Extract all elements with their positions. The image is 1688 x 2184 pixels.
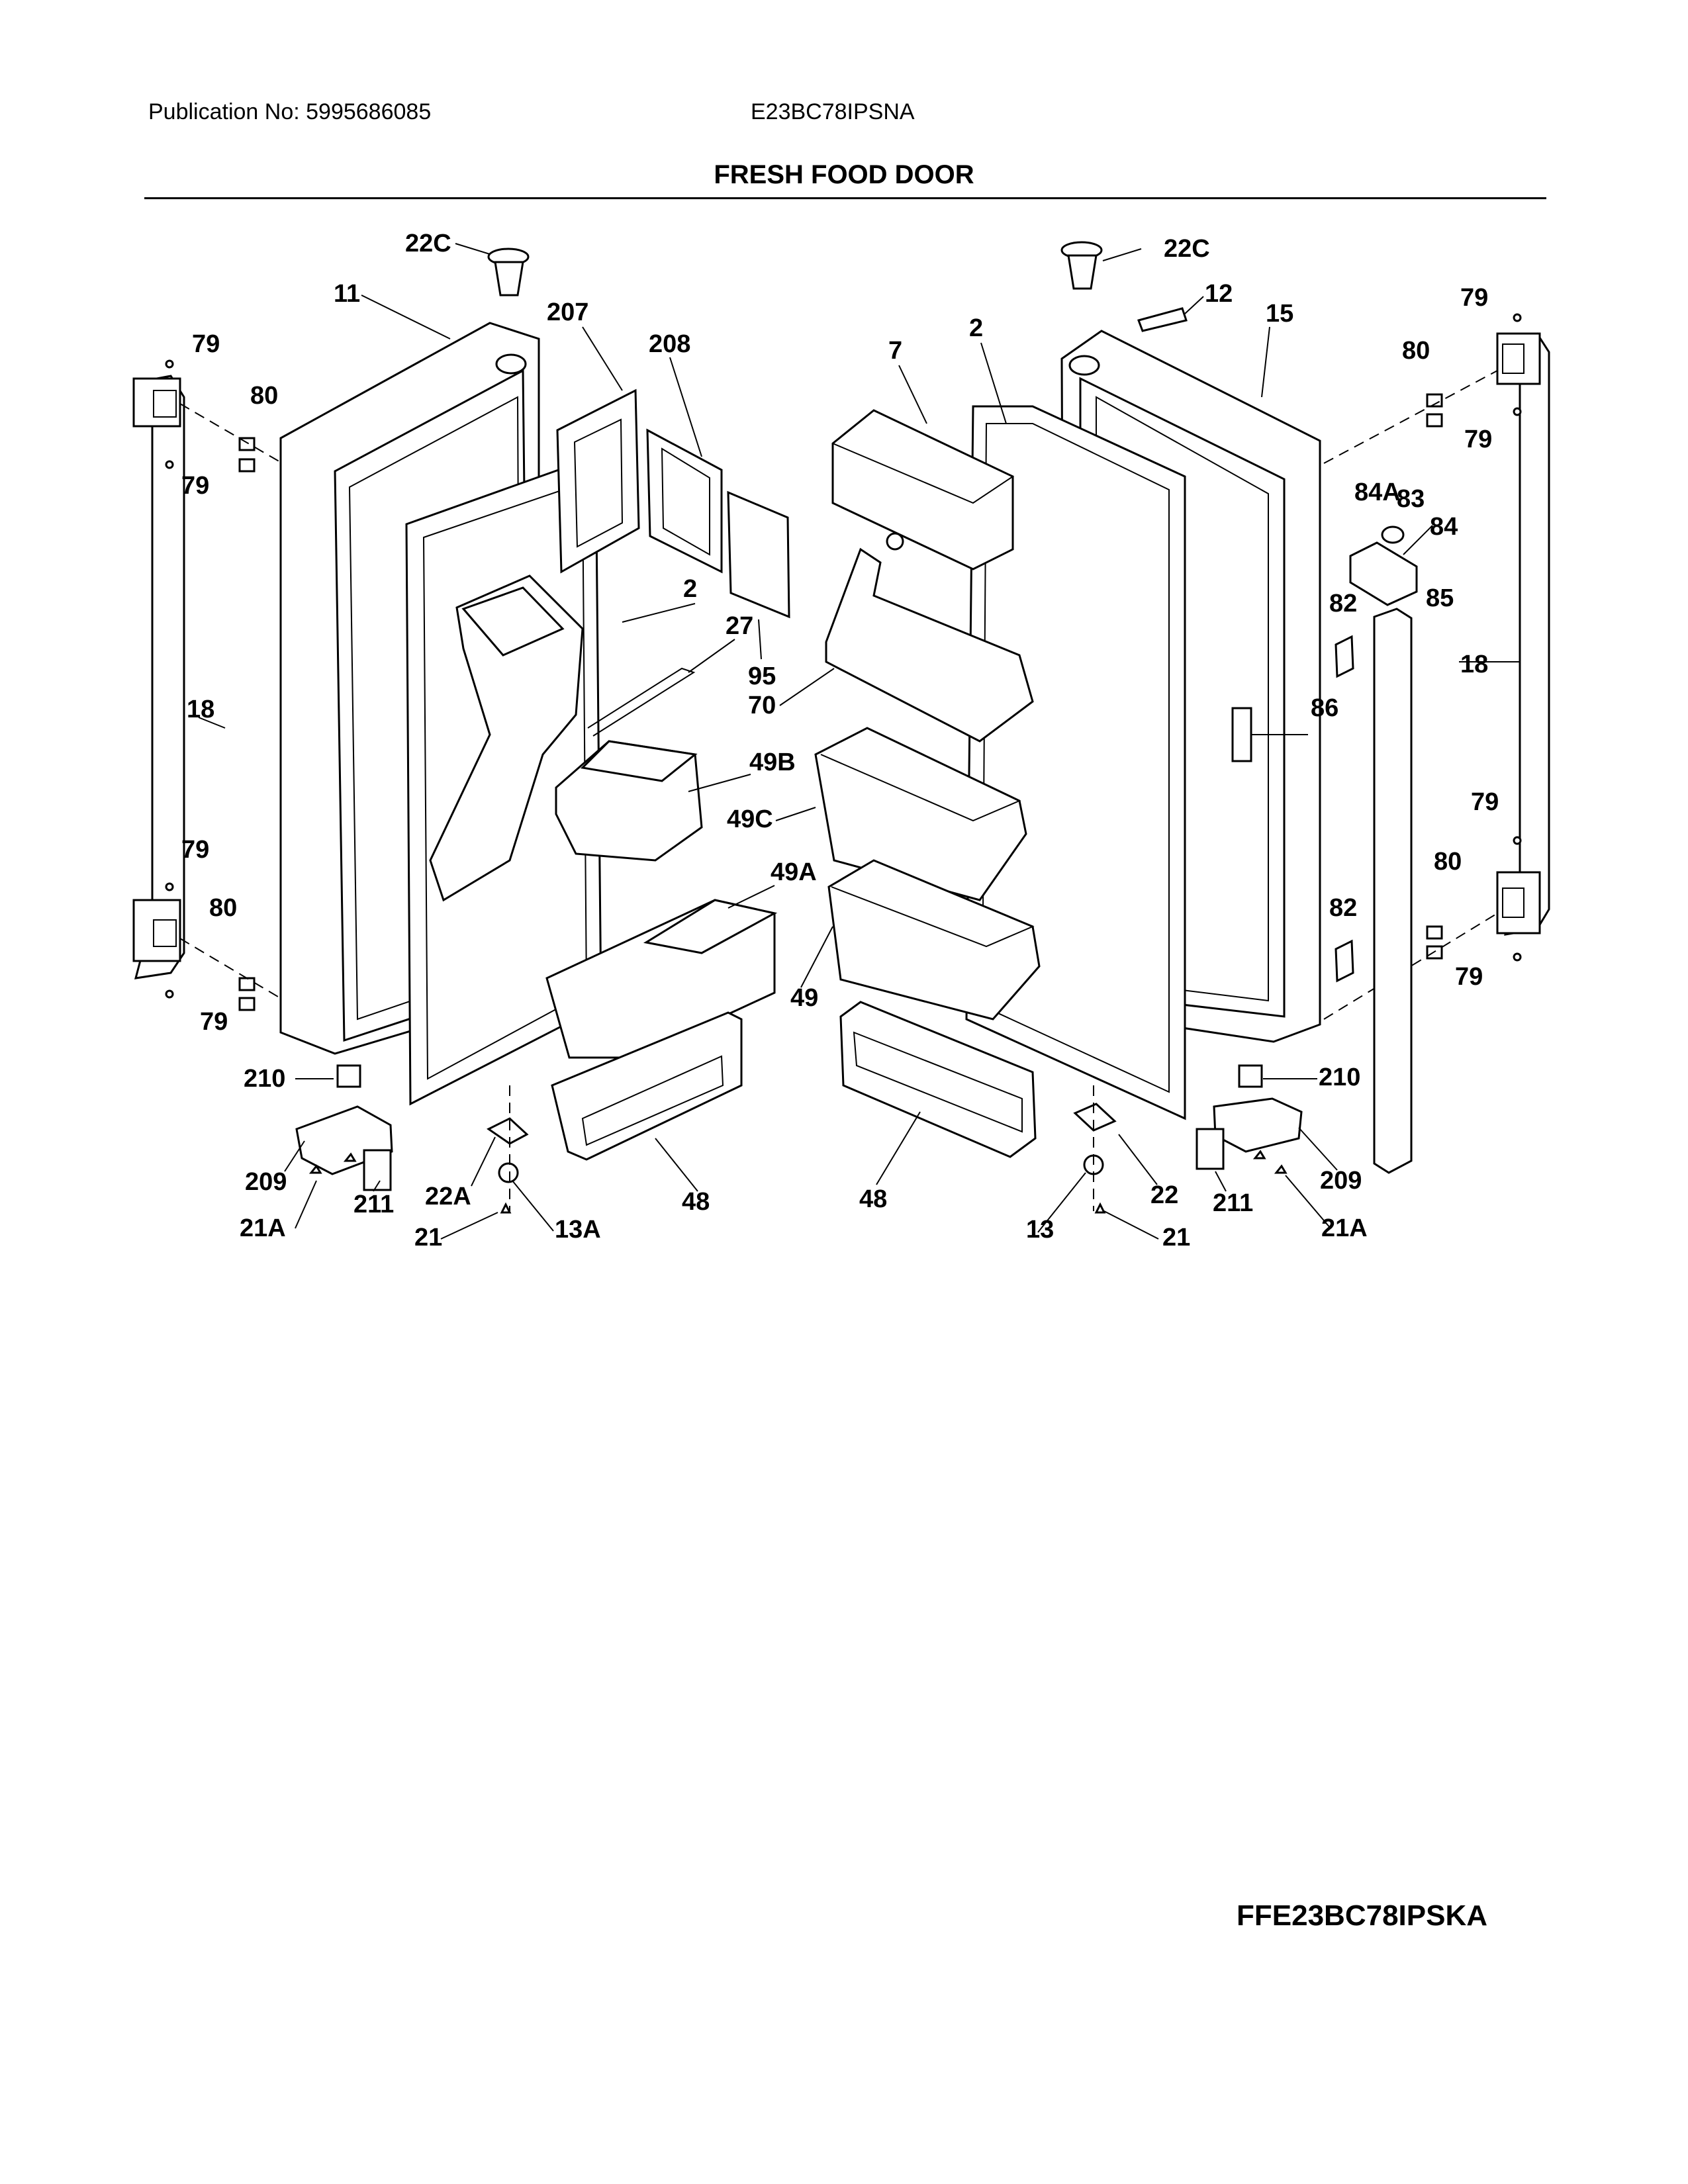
callout-207: 207 <box>547 298 588 326</box>
left-top-plug-22c <box>487 248 530 296</box>
callout-79-left-1: 79 <box>192 330 220 358</box>
callout-80-right-1: 80 <box>1402 337 1430 365</box>
bin-49c <box>814 727 1027 901</box>
callout-80-right-2: 80 <box>1434 848 1462 876</box>
callout-21a-left: 21A <box>240 1214 286 1242</box>
shelf-70 <box>825 547 1034 743</box>
bracket-82-upper <box>1335 635 1354 678</box>
callout-70: 70 <box>748 692 776 719</box>
publication-number: Publication No: 5995686085 <box>148 99 432 124</box>
callout-209-left: 209 <box>245 1168 287 1196</box>
page-title: FRESH FOOD DOOR <box>714 160 974 189</box>
callout-79-left-4: 79 <box>200 1008 228 1036</box>
bracket-82-lower <box>1335 939 1354 983</box>
hinge-cover-84 <box>1349 525 1418 606</box>
callout-48-left: 48 <box>682 1188 710 1216</box>
callout-18-left: 18 <box>187 696 214 723</box>
left-dispenser-housing <box>429 574 584 902</box>
callout-15: 15 <box>1266 300 1293 328</box>
dairy-compartment-7 <box>831 409 1015 570</box>
left-hinge-hardware <box>295 1064 529 1214</box>
callout-13a: 13A <box>555 1216 601 1244</box>
callout-210-left: 210 <box>244 1065 285 1093</box>
callout-79-right-4: 79 <box>1455 963 1483 991</box>
right-top-plug-22c <box>1060 241 1103 290</box>
callout-2-right: 2 <box>969 314 983 342</box>
footer-model-number: FFE23BC78IPSKA <box>1237 1899 1488 1932</box>
left-door-handle <box>132 375 185 979</box>
callout-85: 85 <box>1426 584 1454 612</box>
callout-11: 11 <box>334 280 360 308</box>
callout-49c: 49C <box>727 805 773 833</box>
callout-80-left-2: 80 <box>209 894 237 922</box>
callout-22: 22 <box>1150 1181 1178 1209</box>
leader-lines <box>198 243 1520 1240</box>
callout-95: 95 <box>748 662 776 690</box>
callout-82-right-2: 82 <box>1329 894 1357 922</box>
trim-85 <box>1373 608 1413 1174</box>
callout-21-right: 21 <box>1162 1224 1190 1251</box>
callout-27: 27 <box>726 612 753 640</box>
right-handle-screws <box>1323 313 1522 1020</box>
callout-49: 49 <box>790 984 818 1012</box>
callout-18-right: 18 <box>1460 651 1488 678</box>
right-hinge-hardware <box>1073 1064 1303 1214</box>
callout-83: 83 <box>1397 485 1425 513</box>
callout-84: 84 <box>1430 513 1458 541</box>
callout-79-right-2: 79 <box>1464 426 1492 453</box>
switch-86 <box>1231 707 1252 762</box>
left-handle-screws <box>165 359 285 1011</box>
dispenser-frame-207 <box>556 388 640 574</box>
bin-49b <box>555 740 703 862</box>
callout-80-left-1: 80 <box>250 382 278 410</box>
callout-79-left-3: 79 <box>181 836 209 864</box>
callout-82-right-1: 82 <box>1329 590 1357 617</box>
callout-210-right: 210 <box>1319 1064 1360 1091</box>
callout-21-left: 21 <box>414 1224 442 1251</box>
callout-209-right: 209 <box>1320 1167 1362 1195</box>
callout-2-left: 2 <box>683 575 697 603</box>
callout-12: 12 <box>1205 280 1233 308</box>
callout-211-right: 211 <box>1213 1189 1253 1217</box>
callout-22c-left: 22C <box>405 230 451 257</box>
callout-79-right-3: 79 <box>1471 788 1499 816</box>
callout-208: 208 <box>649 330 690 358</box>
callout-7: 7 <box>888 337 902 365</box>
bin-48-right <box>839 1001 1037 1158</box>
callout-22a: 22A <box>425 1183 471 1210</box>
callout-79-right-1: 79 <box>1460 284 1488 312</box>
callout-211-left: 211 <box>353 1191 394 1218</box>
callout-79-left-2: 79 <box>181 472 209 500</box>
callout-48-right: 48 <box>859 1185 887 1213</box>
right-door-handle <box>1496 332 1550 936</box>
title-rule <box>144 197 1546 199</box>
wire-shelf-27 <box>587 667 696 737</box>
dispenser-frame-208 <box>646 428 723 574</box>
bin-48-left <box>551 1011 743 1161</box>
callout-22c-right: 22C <box>1164 235 1210 263</box>
left-callouts: 22C 11 207 208 79 80 79 2 27 95 18 49B 4… <box>181 230 817 1251</box>
bin-49 <box>827 859 1041 1021</box>
callout-49a: 49A <box>771 858 817 886</box>
callout-84a: 84A <box>1354 478 1401 506</box>
model-number: E23BC78IPSNA <box>751 99 915 124</box>
right-callouts: 22C 12 15 2 7 79 80 79 84A 83 84 82 85 1… <box>727 235 1499 1251</box>
callout-21a-right: 21A <box>1321 1214 1368 1242</box>
callout-86: 86 <box>1311 694 1338 722</box>
callout-49b: 49B <box>749 749 796 776</box>
filter-95 <box>727 490 790 619</box>
label-12 <box>1137 307 1188 332</box>
